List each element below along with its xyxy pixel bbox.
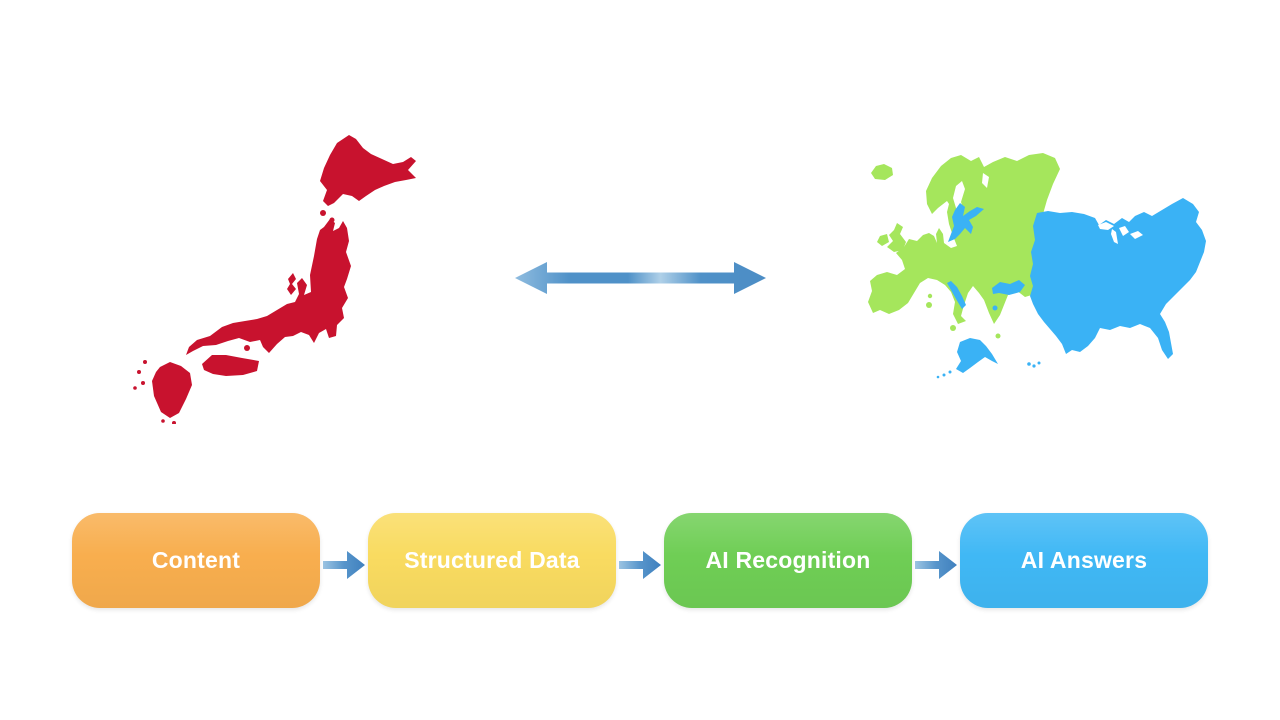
baltic-sea-shape [948, 203, 984, 242]
japan-shape [133, 135, 416, 424]
flow-connector-arrow-icon [323, 551, 365, 579]
double-headed-arrow-icon [515, 262, 766, 294]
kyushu-shape [152, 362, 192, 418]
ireland-shape [877, 234, 889, 246]
aegean-sea-shape [992, 305, 998, 311]
flow-step-structured-data-label: Structured Data [404, 547, 580, 573]
right-arrow-shape [915, 551, 957, 579]
great-lakes [1098, 222, 1143, 244]
europe-usa-overlay-map-icon [868, 153, 1206, 379]
shikoku-shape [202, 355, 259, 376]
flow-step-ai-answers: AI Answers [960, 513, 1208, 608]
right-arrow-shape [619, 551, 661, 579]
flow-step-ai-recognition-label: AI Recognition [705, 547, 871, 573]
flow-connector-arrow-icon [915, 551, 957, 579]
double-headed-arrow-shape [515, 262, 766, 294]
great-britain-shape [887, 223, 906, 252]
flow-step-structured-data: Structured Data [368, 513, 616, 608]
aleutian-islands [936, 370, 952, 379]
honshu-shape [186, 219, 351, 355]
white-sea-shape [982, 173, 989, 188]
europe-shape [868, 153, 1060, 339]
usa-shape [936, 198, 1206, 379]
alaska-shape [956, 338, 998, 373]
mediterranean-islands [926, 293, 1001, 339]
hokkaido-shape [320, 135, 416, 206]
flow-step-ai-recognition: AI Recognition [664, 513, 912, 608]
flow-step-ai-answers-label: AI Answers [1020, 547, 1148, 573]
usa-mainland-shape [1030, 198, 1206, 359]
iceland-shape [871, 164, 893, 180]
black-sea-shape [992, 280, 1025, 295]
right-arrow-shape [323, 551, 365, 579]
sado-island-shape [287, 273, 296, 295]
hawaii-islands [1027, 361, 1041, 368]
flow-connector-arrow-icon [619, 551, 661, 579]
europe-mainland-shape [868, 153, 1060, 324]
flow-step-content: Content [72, 513, 320, 608]
adriatic-sea-shape [947, 281, 966, 309]
japan-small-islands [133, 210, 335, 424]
japan-map-icon [133, 135, 416, 424]
flow-step-content-label: Content [151, 547, 241, 573]
